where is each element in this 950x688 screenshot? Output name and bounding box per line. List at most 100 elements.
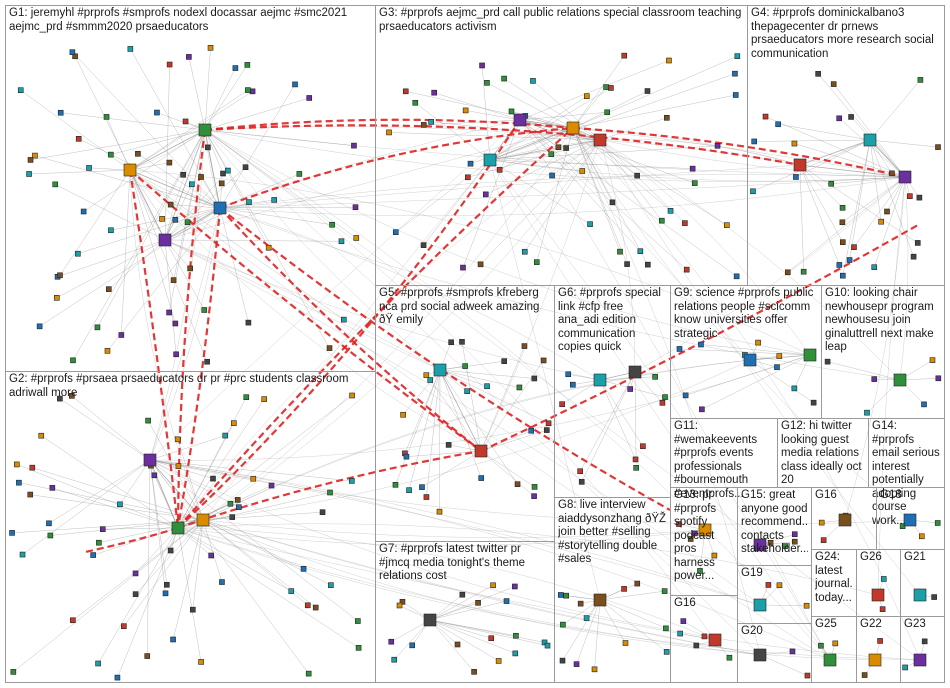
- cross-edge: [204, 129, 221, 209]
- edge: [129, 89, 249, 171]
- cross-edge: [204, 129, 831, 661]
- node: [877, 638, 883, 644]
- node: [464, 388, 470, 395]
- cross-edge: [164, 239, 441, 371]
- node: [644, 88, 651, 94]
- edge: [110, 207, 221, 231]
- group-title-g10: G10: looking chair newhousepr program ne…: [825, 287, 937, 353]
- node: [396, 602, 403, 609]
- node: [304, 602, 311, 609]
- node: [784, 269, 791, 276]
- edge: [429, 619, 516, 654]
- node: [460, 264, 466, 271]
- node: [70, 357, 76, 364]
- node: [95, 660, 101, 667]
- edge: [83, 129, 206, 212]
- edge: [831, 176, 906, 185]
- hub-node: [743, 353, 757, 367]
- node: [565, 371, 572, 378]
- node: [617, 248, 623, 255]
- node: [935, 144, 941, 150]
- edge: [599, 599, 667, 629]
- edge: [489, 139, 601, 161]
- edge: [480, 450, 535, 497]
- node: [402, 88, 409, 95]
- edge: [827, 361, 901, 381]
- edge: [489, 159, 591, 225]
- node: [477, 261, 484, 268]
- node: [559, 657, 566, 664]
- edge: [164, 170, 229, 241]
- node: [57, 395, 63, 402]
- node: [714, 143, 721, 149]
- hub-node: [913, 588, 927, 602]
- edge: [149, 459, 254, 479]
- node: [864, 409, 870, 416]
- node: [210, 475, 216, 482]
- node: [692, 530, 698, 537]
- node: [127, 46, 134, 52]
- hub-node: [838, 513, 852, 527]
- edge: [30, 494, 204, 521]
- node: [170, 636, 176, 643]
- cross-edge: [202, 519, 876, 661]
- node: [734, 53, 741, 59]
- edge: [72, 519, 204, 621]
- edge: [572, 55, 625, 129]
- node: [559, 401, 565, 407]
- node: [540, 357, 547, 364]
- edge: [599, 590, 665, 601]
- node: [577, 468, 583, 475]
- edge: [579, 371, 636, 472]
- group-title-g17: G16: [815, 489, 837, 501]
- group-panel-g1: G1: jeremyhl #prprofs #smprofs nodexl do…: [5, 5, 376, 372]
- edge: [164, 201, 250, 241]
- node: [420, 242, 427, 248]
- group-title-g3: G3: #prprofs aejmc_prd call public relat…: [379, 7, 742, 33]
- node: [49, 485, 56, 491]
- edge: [839, 118, 906, 178]
- node: [268, 482, 275, 489]
- node: [514, 481, 521, 487]
- edge: [519, 119, 695, 184]
- node: [319, 509, 326, 516]
- node: [832, 640, 839, 647]
- node: [227, 500, 234, 507]
- node: [645, 261, 651, 268]
- group-title-g7: G7: #prprofs latest twitter pr #jmcq med…: [379, 543, 529, 582]
- node: [652, 373, 658, 380]
- cross-edge: [149, 459, 911, 525]
- node: [108, 151, 114, 158]
- edge: [489, 119, 521, 161]
- edge: [899, 378, 939, 381]
- node: [166, 309, 172, 316]
- edge: [32, 467, 204, 521]
- node: [57, 109, 64, 116]
- edge: [106, 116, 131, 171]
- node: [583, 615, 590, 621]
- edge: [599, 599, 667, 653]
- node: [803, 602, 810, 609]
- node: [465, 174, 471, 181]
- node: [488, 635, 495, 642]
- edge: [177, 439, 204, 521]
- node: [187, 265, 193, 272]
- hub-node: [593, 373, 607, 387]
- edge: [465, 110, 521, 121]
- node: [482, 191, 489, 198]
- edge: [765, 116, 906, 178]
- cross-edge: [204, 129, 921, 661]
- node: [261, 396, 268, 402]
- cross-edge: [489, 139, 601, 161]
- node: [188, 181, 195, 188]
- edge: [164, 167, 246, 241]
- edge: [204, 129, 224, 174]
- cross-edge: [572, 127, 911, 521]
- group-title-g8: G8: live interview aiaddysonzhang ðŸŽ jo…: [558, 499, 667, 565]
- hub-node: [433, 363, 447, 377]
- node: [548, 151, 555, 157]
- node: [659, 400, 666, 406]
- node: [871, 264, 878, 271]
- group-title-g21: G21: [904, 551, 926, 563]
